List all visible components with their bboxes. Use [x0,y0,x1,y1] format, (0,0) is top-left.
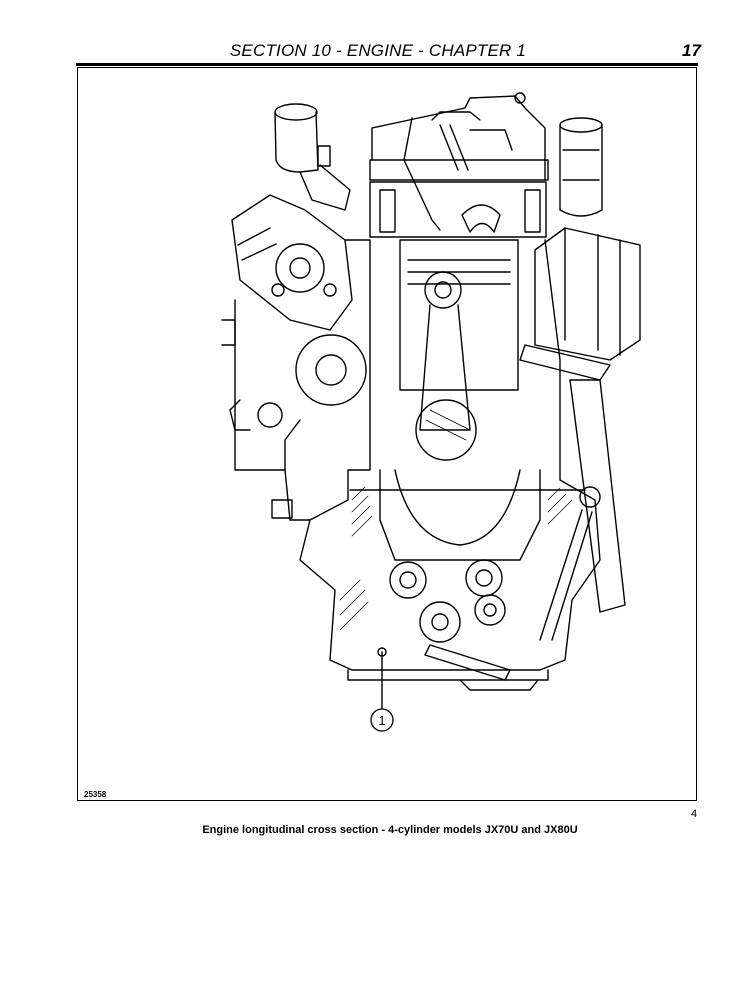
piston-assembly [399,239,519,461]
engine-block [221,239,601,671]
crankcase [349,469,586,561]
section-hatching [339,486,573,631]
figure-code: 25358 [84,790,107,799]
figure-caption: Engine longitudinal cross section - 4-cy… [202,824,578,836]
callout-1-label: 1 [378,713,385,728]
figure-frame [77,67,697,801]
oil-sump [347,644,549,691]
page-number: 17 [682,41,701,60]
rocker-cover [369,92,549,231]
intake-pipe [274,103,351,211]
header-rule [76,63,698,66]
section-header: SECTION 10 - ENGINE - CHAPTER 1 [229,41,527,60]
timing-gears [257,334,506,643]
injection-pump [231,194,353,331]
figure-index: 4 [691,808,698,820]
air-filter [559,117,603,217]
callout-1-leader [377,647,387,711]
cylinder-head [369,181,547,238]
dipstick-tube [539,379,626,641]
